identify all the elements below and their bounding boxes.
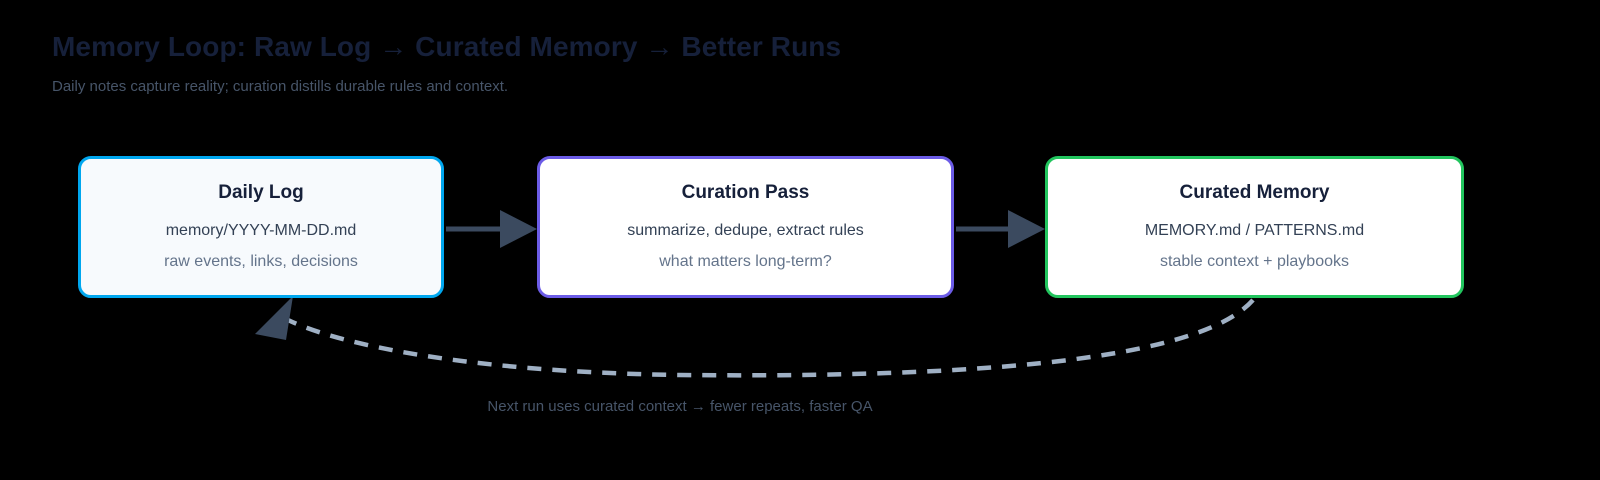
node-curation-pass-description: what matters long-term?	[659, 253, 832, 271]
node-daily-log-title: Daily Log	[218, 182, 304, 204]
node-daily-log[interactable]: Daily Log memory/YYYY-MM-DD.md raw event…	[78, 156, 444, 298]
page-title: Memory Loop: Raw Log → Curated Memory → …	[52, 31, 842, 62]
node-curation-pass-actions: summarize, dedupe, extract rules	[627, 222, 864, 240]
page-subtitle: Daily notes capture reality; curation di…	[52, 77, 509, 95]
feedback-loop-caption: Next run uses curated context → fewer re…	[487, 398, 873, 415]
feedback-loop-curated-memory-to-daily-log	[255, 296, 1255, 378]
node-curated-memory-title: Curated Memory	[1179, 182, 1330, 204]
arrow-curation-pass-to-curated-memory	[956, 210, 1045, 248]
node-curation-pass-title: Curation Pass	[681, 182, 810, 204]
arrow-daily-log-to-curation-pass	[446, 210, 537, 248]
node-curated-memory[interactable]: Curated Memory MEMORY.md / PATTERNS.md s…	[1045, 156, 1464, 298]
node-curated-memory-path: MEMORY.md / PATTERNS.md	[1144, 222, 1365, 240]
diagram-header: Memory Loop: Raw Log → Curated Memory → …	[52, 30, 1152, 96]
node-curated-memory-description: stable context + playbooks	[1159, 253, 1349, 271]
node-daily-log-path: memory/YYYY-MM-DD.md	[165, 222, 357, 240]
node-daily-log-description: raw events, links, decisions	[164, 253, 358, 271]
node-curation-pass[interactable]: Curation Pass summarize, dedupe, extract…	[537, 156, 954, 298]
